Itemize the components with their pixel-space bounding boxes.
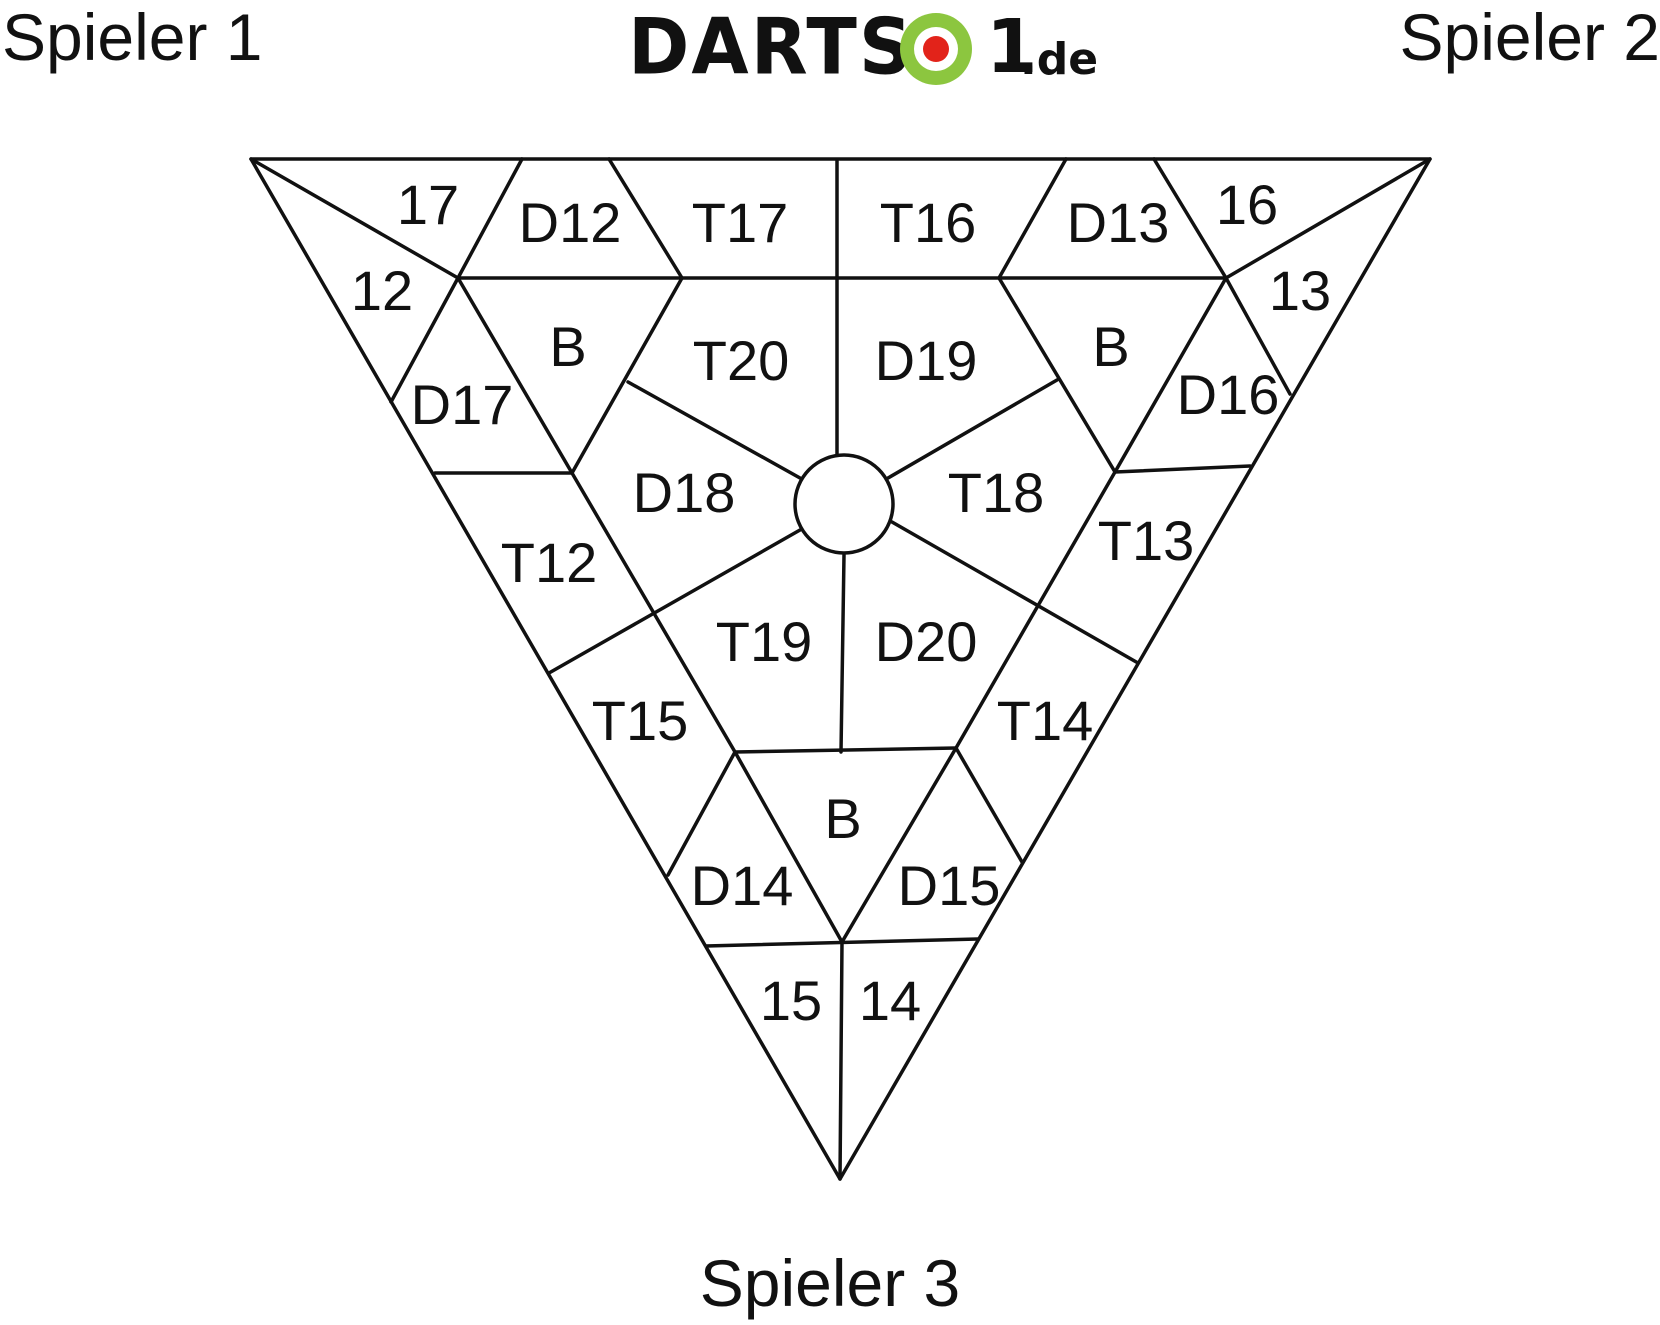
- line-b-d15: [840, 746, 958, 944]
- segment-label-d12: D12: [519, 191, 622, 254]
- segment-label-d13: D13: [1067, 191, 1170, 254]
- segment-label-b-right: B: [1092, 315, 1129, 378]
- line-t15-d14: [666, 750, 737, 877]
- segment-label-d16: D16: [1177, 363, 1280, 426]
- line-17-d12: [456, 157, 524, 280]
- segment-label-d18: D18: [633, 461, 736, 524]
- segment-label-t13: T13: [1098, 509, 1195, 572]
- line-d15-t14: [954, 746, 1024, 864]
- segment-label-t17: T17: [692, 191, 789, 254]
- logo-tld-text: .de: [1020, 34, 1099, 85]
- line-d19-t18: [886, 378, 1059, 480]
- segment-label-t14: T14: [997, 689, 1094, 752]
- segment-label-t19: T19: [716, 610, 813, 673]
- segment-label-17: 17: [397, 173, 459, 236]
- line-t19-d20: [839, 553, 846, 754]
- player-1-label: Spieler 1: [2, 0, 263, 74]
- player-2-label: Spieler 2: [1399, 0, 1660, 74]
- line-d14-b: [733, 750, 844, 944]
- line-d16-inner: [1113, 276, 1228, 474]
- line-t20-d18: [626, 380, 802, 480]
- segment-label-t12: T12: [501, 531, 598, 594]
- line-12-d17: [389, 276, 460, 404]
- segment-label-16: 16: [1216, 173, 1278, 236]
- darts01-logo: DARTS 1 .de: [628, 8, 1108, 86]
- segment-label-13: 13: [1269, 259, 1331, 322]
- line-t13-t14-right: [890, 520, 1140, 665]
- segment-label-d19: D19: [875, 329, 978, 392]
- segment-label-t15: T15: [592, 689, 689, 752]
- line-top-left-corner: [249, 157, 460, 280]
- logo-darts-text: DARTS: [628, 1, 915, 93]
- dartboard-logo-icon: [900, 13, 972, 85]
- line-d12-t17: [607, 157, 684, 280]
- logo-bull: [923, 36, 949, 62]
- line-t13-t14: [954, 470, 1117, 750]
- segment-label-b-bottom: B: [824, 787, 861, 850]
- segment-label-d15: D15: [898, 854, 1001, 917]
- line-bottom-inner: [733, 746, 958, 754]
- segment-label-14: 14: [859, 969, 921, 1032]
- player-3-label: Spieler 3: [699, 1246, 961, 1320]
- line-t16-d13: [997, 157, 1068, 280]
- segment-label-t16: T16: [880, 191, 977, 254]
- segment-label-t18: T18: [948, 461, 1045, 524]
- line-t12-t15: [547, 528, 802, 675]
- segment-label-b-left: B: [549, 315, 586, 378]
- line-d17-b: [456, 276, 574, 475]
- outer-triangle: [249, 157, 1432, 1181]
- segment-label-d20: D20: [875, 610, 978, 673]
- line-15-14: [838, 940, 844, 1181]
- line-13-d16: [1224, 276, 1292, 396]
- segment-label-t20: T20: [693, 329, 790, 392]
- line-b-t20: [570, 276, 684, 475]
- logo-number-text: 1: [986, 4, 1038, 90]
- segment-label-12: 12: [351, 259, 413, 322]
- line-d16-t13: [1113, 464, 1252, 474]
- bullseye-circle: [793, 453, 895, 555]
- line-b-d16: [997, 276, 1117, 474]
- line-top-right-corner: [1224, 157, 1432, 280]
- segment-label-d14: D14: [691, 854, 794, 917]
- line-d13-16: [1152, 157, 1228, 280]
- segment-label-15: 15: [760, 969, 822, 1032]
- segment-label-d17: D17: [411, 373, 514, 436]
